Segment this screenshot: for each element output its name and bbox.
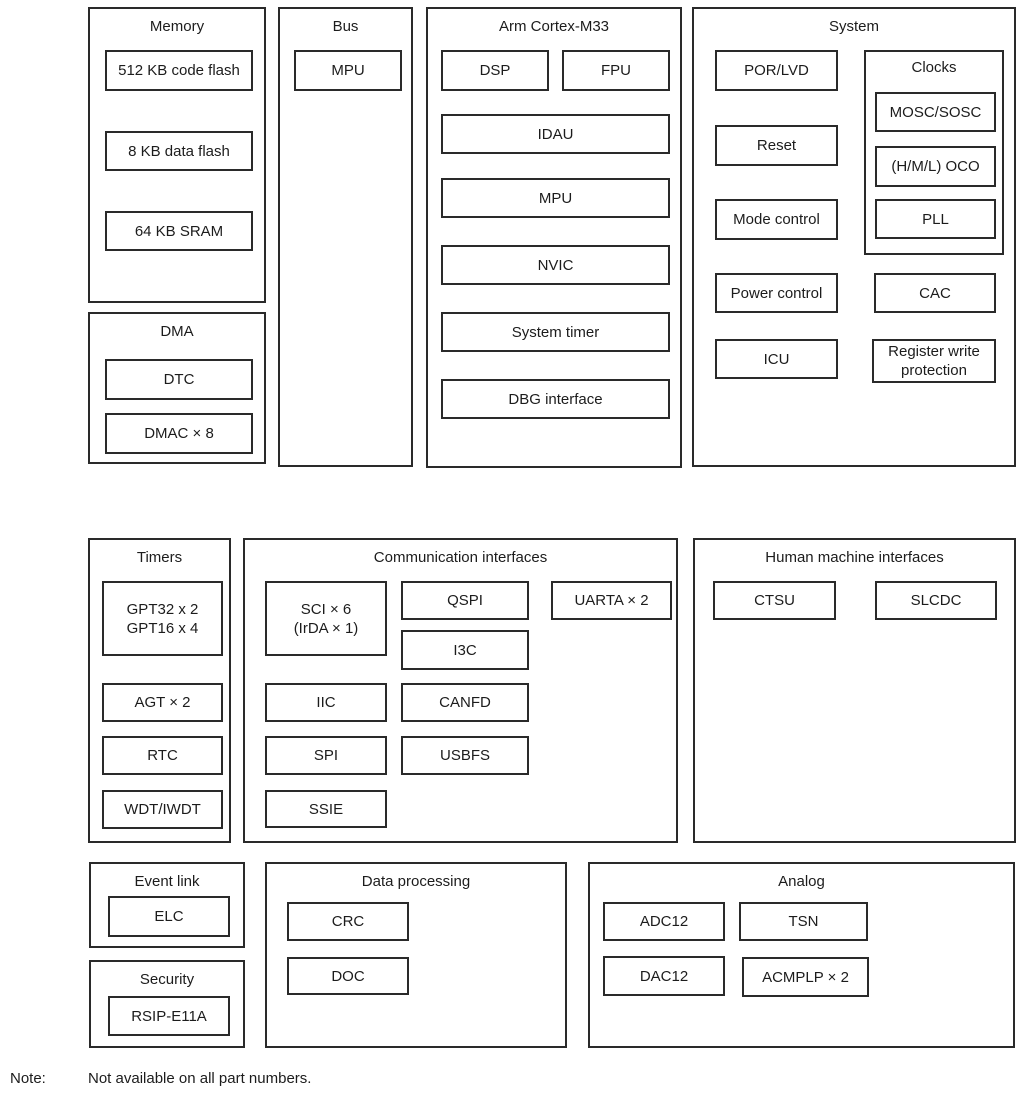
- group-human-machine-interfaces: Human machine interfaces CTSU SLCDC: [693, 538, 1016, 843]
- analog-block-dac12: DAC12: [603, 956, 725, 996]
- system-block-register-write-protection: Register write protection: [872, 339, 996, 383]
- dma-block-dmac: DMAC × 8: [105, 413, 253, 454]
- cortex-title: Arm Cortex-M33: [498, 18, 610, 35]
- footnote-label: Note:: [10, 1070, 46, 1087]
- cortex-block-dsp: DSP: [441, 50, 549, 91]
- cortex-block-system-timer: System timer: [441, 312, 670, 352]
- analog-block-acmplp: ACMPLP × 2: [742, 957, 869, 997]
- data-processing-title: Data processing: [361, 873, 471, 890]
- bus-title: Bus: [332, 18, 359, 35]
- group-data-processing: Data processing CRC DOC: [265, 862, 567, 1048]
- hmi-block-ctsu: CTSU: [713, 581, 836, 620]
- dma-title: DMA: [160, 323, 194, 340]
- timers-title: Timers: [136, 549, 183, 566]
- comm-block-qspi: QSPI: [401, 581, 529, 620]
- group-bus: Bus MPU: [278, 7, 413, 467]
- event-link-title: Event link: [134, 873, 200, 890]
- group-communication-interfaces: Communication interfaces SCI × 6 (IrDA ×…: [243, 538, 678, 843]
- comm-block-canfd: CANFD: [401, 683, 529, 722]
- analog-block-adc12: ADC12: [603, 902, 725, 941]
- memory-block-code-flash: 512 KB code flash: [105, 50, 253, 91]
- group-cortex-m33: Arm Cortex-M33 DSP FPU IDAU MPU NVIC Sys…: [426, 7, 682, 468]
- cortex-block-idau: IDAU: [441, 114, 670, 154]
- comm-block-usbfs: USBFS: [401, 736, 529, 775]
- system-block-icu: ICU: [715, 339, 838, 379]
- cortex-block-dbg-interface: DBG interface: [441, 379, 670, 419]
- group-memory: Memory 512 KB code flash 8 KB data flash…: [88, 7, 266, 303]
- group-analog: Analog ADC12 TSN DAC12 ACMPLP × 2: [588, 862, 1015, 1048]
- clocks-block-oco: (H/M/L) OCO: [875, 146, 996, 187]
- analog-title: Analog: [778, 873, 825, 890]
- cortex-block-fpu: FPU: [562, 50, 670, 91]
- security-block-rsip: RSIP-E11A: [108, 996, 230, 1036]
- timers-block-agt: AGT × 2: [102, 683, 223, 722]
- comm-block-sci: SCI × 6 (IrDA × 1): [265, 581, 387, 656]
- group-system: System POR/LVD Reset Mode control Power …: [692, 7, 1016, 467]
- timers-block-gpt: GPT32 x 2 GPT16 x 4: [102, 581, 223, 656]
- clocks-block-pll: PLL: [875, 199, 996, 239]
- system-title: System: [828, 18, 879, 35]
- clocks-title: Clocks: [911, 59, 957, 76]
- data-processing-block-doc: DOC: [287, 957, 409, 995]
- analog-block-tsn: TSN: [739, 902, 868, 941]
- memory-title: Memory: [149, 18, 205, 35]
- group-security: Security RSIP-E11A: [89, 960, 245, 1048]
- comm-block-iic: IIC: [265, 683, 387, 722]
- dma-block-dtc: DTC: [105, 359, 253, 400]
- event-link-block-elc: ELC: [108, 896, 230, 937]
- comm-block-ssie: SSIE: [265, 790, 387, 828]
- memory-block-data-flash: 8 KB data flash: [105, 131, 253, 171]
- cortex-block-mpu: MPU: [441, 178, 670, 218]
- bus-block-mpu: MPU: [294, 50, 402, 91]
- system-block-cac: CAC: [874, 273, 996, 313]
- security-title: Security: [139, 971, 195, 988]
- system-block-mode-control: Mode control: [715, 199, 838, 240]
- system-block-reset: Reset: [715, 125, 838, 166]
- data-processing-block-crc: CRC: [287, 902, 409, 941]
- system-block-power-control: Power control: [715, 273, 838, 313]
- group-dma: DMA DTC DMAC × 8: [88, 312, 266, 464]
- cortex-block-nvic: NVIC: [441, 245, 670, 285]
- comm-block-i3c: I3C: [401, 630, 529, 670]
- footnote-text: Not available on all part numbers.: [88, 1070, 312, 1087]
- memory-block-sram: 64 KB SRAM: [105, 211, 253, 251]
- comm-title: Communication interfaces: [373, 549, 548, 566]
- group-timers: Timers GPT32 x 2 GPT16 x 4 AGT × 2 RTC W…: [88, 538, 231, 843]
- subgroup-clocks: Clocks MOSC/SOSC (H/M/L) OCO PLL: [864, 50, 1004, 255]
- timers-block-wdt-iwdt: WDT/IWDT: [102, 790, 223, 829]
- system-block-por-lvd: POR/LVD: [715, 50, 838, 91]
- hmi-title: Human machine interfaces: [765, 549, 944, 566]
- comm-block-uarta: UARTA × 2: [551, 581, 672, 620]
- timers-block-rtc: RTC: [102, 736, 223, 775]
- clocks-block-mosc-sosc: MOSC/SOSC: [875, 92, 996, 132]
- hmi-block-slcdc: SLCDC: [875, 581, 997, 620]
- comm-block-spi: SPI: [265, 736, 387, 775]
- group-event-link: Event link ELC: [89, 862, 245, 948]
